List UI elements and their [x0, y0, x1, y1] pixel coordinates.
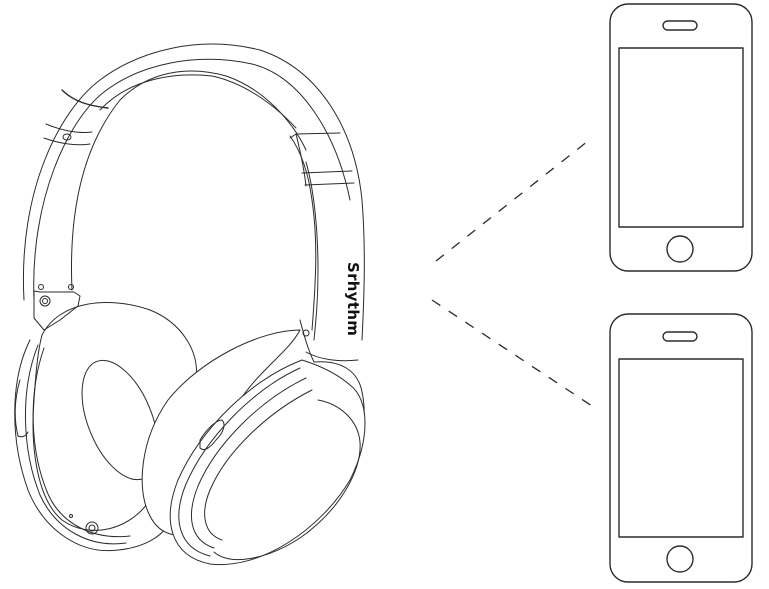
phone-bottom-home-button: [666, 545, 694, 573]
smartphone-bottom: [609, 313, 753, 583]
left-slider-screw: [62, 133, 72, 141]
phone-top-speaker: [662, 20, 698, 31]
phone-bottom-screen: [618, 358, 744, 538]
audio-jack-port-inner: [88, 524, 96, 532]
right-earcup-button-slot: [199, 419, 225, 451]
smartphone-top: [609, 3, 753, 272]
left-slider-bottom: [43, 137, 91, 146]
right-arm-joint: [305, 351, 359, 362]
left-hinge: [33, 290, 81, 331]
right-earcup-ring-2: [191, 377, 307, 549]
right-earcup-ring-3: [204, 389, 313, 541]
headband-inner: [71, 70, 307, 291]
left-earcup-button-ridge: [14, 379, 29, 438]
phone-top-screen: [618, 47, 744, 228]
right-slider-edge: [295, 133, 307, 187]
headphones-illustration: Srhythm: [14, 43, 366, 566]
connection-line-to-top-phone: [435, 140, 589, 262]
phone-top-home-button: [666, 235, 694, 263]
headband-outer-edge: [33, 58, 351, 301]
mic-hole: [69, 514, 73, 518]
right-earcup-shell: [169, 359, 366, 566]
right-slider-mid: [301, 170, 353, 174]
left-earcup-shell-ring-1: [24, 344, 127, 545]
phone-bottom-speaker: [662, 331, 698, 342]
brand-logo-text: Srhythm: [344, 262, 362, 336]
phone-bottom-body: [609, 313, 753, 583]
left-hinge-screw: [39, 295, 51, 307]
left-hinge-screw-center: [42, 298, 48, 304]
left-slider-top: [61, 89, 109, 109]
right-slider-bottom: [304, 182, 355, 186]
left-hinge-pin-1: [38, 284, 44, 290]
headband-inner-edge: [99, 74, 297, 129]
phone-top-body: [609, 3, 753, 272]
left-slider-seam: [45, 123, 93, 133]
headband-outer: [22, 43, 365, 341]
connection-line-to-bottom-phone: [431, 299, 593, 407]
right-earcup-outer-plate: [213, 399, 361, 560]
audio-jack-port: [85, 521, 99, 535]
left-hinge-pin-2: [68, 284, 74, 290]
right-slider-top: [289, 132, 341, 139]
headband-inner-right-2: [305, 161, 319, 341]
right-hinge-screw: [302, 329, 310, 337]
headband-inner-right: [289, 135, 317, 331]
right-earcup-ring-1: [178, 367, 301, 557]
